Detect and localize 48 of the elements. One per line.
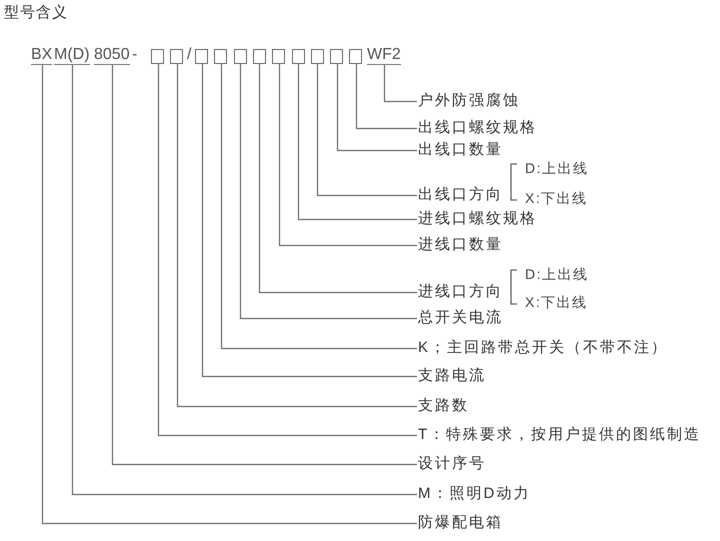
placeholder-box: [272, 49, 286, 64]
leader-line: [240, 64, 417, 320]
code-segment: 8050: [94, 47, 130, 65]
meaning-label: 总开关电流: [418, 310, 503, 326]
leader-line: [220, 64, 417, 350]
meaning-label: 出线口方向: [418, 187, 503, 203]
meaning-label: 进线口螺纹规格: [418, 211, 537, 227]
code-segment: BX: [31, 47, 52, 65]
meaning-label: 设计序号: [418, 456, 486, 472]
placeholder-box: [214, 49, 228, 64]
option-label: X:下出线: [525, 294, 588, 310]
placeholder-box: [151, 49, 164, 64]
meaning-label: M：照明D动力: [418, 486, 530, 502]
meaning-label: 进线口数量: [418, 237, 503, 253]
meaning-label: 出线口螺纹规格: [418, 120, 537, 136]
meaning-label: 户外防强腐蚀: [418, 93, 520, 109]
placeholder-box: [195, 49, 208, 64]
meaning-label: 进线口方向: [418, 284, 503, 300]
leader-line: [202, 64, 417, 378]
code-segment: M(D): [54, 47, 90, 65]
placeholder-box: [330, 49, 344, 64]
meaning-label: T：特殊要求，按用户提供的图纸制造: [418, 427, 702, 443]
leader-line: [356, 64, 417, 130]
separator: -: [132, 47, 138, 63]
placeholder-box: [310, 49, 324, 64]
placeholder-box: [292, 49, 304, 64]
leader-line: [384, 65, 417, 102]
meaning-label: 出线口数量: [418, 142, 503, 158]
placeholder-box: [234, 49, 247, 64]
meaning-label: K；主回路带总开关（不带不注）: [418, 340, 668, 356]
leader-line: [336, 64, 417, 152]
leader-line: [298, 64, 417, 220]
option-label: X:下出线: [525, 190, 588, 206]
option-label: D:上出线: [525, 160, 588, 176]
separator: /: [187, 47, 192, 63]
leader-line: [278, 64, 417, 246]
meaning-label: 防爆配电箱: [418, 515, 503, 531]
placeholder-box: [349, 49, 362, 64]
leader-line: [258, 64, 417, 294]
leader-line: [316, 64, 417, 196]
code-segment: WF2: [367, 47, 401, 65]
placeholder-box: [252, 49, 266, 64]
option-label: D:上出线: [525, 266, 588, 282]
meaning-label: 支路电流: [418, 368, 486, 384]
placeholder-box: [170, 49, 183, 64]
title: 型号含义: [4, 4, 68, 22]
meaning-label: 支路数: [418, 398, 469, 414]
leader-line: [112, 65, 417, 466]
